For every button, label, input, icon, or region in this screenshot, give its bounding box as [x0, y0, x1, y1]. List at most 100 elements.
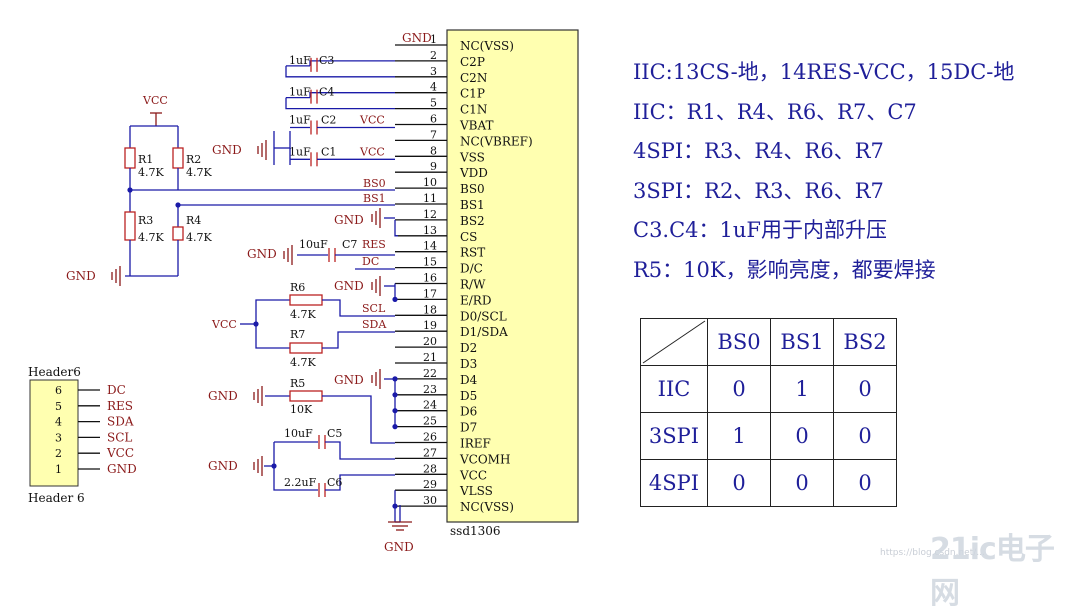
- table-cell: 1: [707, 412, 771, 460]
- cap-ref: C2: [321, 114, 336, 127]
- pin-name: BS0: [460, 182, 485, 196]
- header-pin-number: 4: [55, 416, 62, 429]
- res-value: 10K: [290, 403, 313, 416]
- res-value: 4.7K: [138, 166, 164, 179]
- wire: [322, 299, 395, 317]
- note-line: 3SPI：R2、R3、R6、R7: [633, 178, 884, 203]
- cap-ref: C3: [319, 54, 334, 67]
- vcc-label: VCC: [211, 318, 237, 331]
- pin-number: 18: [423, 303, 437, 316]
- cap-value: 1uF: [289, 86, 311, 99]
- gnd-label: GND: [212, 143, 242, 157]
- pin-number: 7: [430, 128, 437, 141]
- chip-name: ssd1306: [450, 524, 501, 538]
- table-cell: 0: [833, 365, 897, 413]
- table-row-mode: 4SPI: [640, 459, 708, 507]
- wire: [394, 219, 398, 237]
- ssd1306-chip: [446, 29, 579, 523]
- pin-number: 17: [423, 287, 437, 300]
- pin-number: 27: [423, 446, 437, 459]
- pin-name: D0/SCL: [460, 309, 507, 323]
- configuration-notes: IIC:13CS-地，14RES-VCC，15DC-地 IIC：R1、R4、R6…: [633, 56, 1014, 293]
- table-corner-cell: [640, 318, 708, 366]
- junction-dot: [271, 463, 277, 469]
- net-label: SCL: [362, 302, 386, 315]
- cap-ref: C1: [321, 145, 336, 158]
- note-line: 4SPI：R3、R4、R6、R7: [633, 139, 884, 163]
- pin-name: VLSS: [459, 484, 493, 498]
- pin-name: D/C: [460, 262, 483, 276]
- junction-dot: [392, 503, 398, 509]
- watermark-credit: https://blog.csdn.net/...: [880, 548, 985, 558]
- pin-name: D1/SDA: [460, 325, 508, 339]
- cap-value: 10uF: [299, 238, 328, 251]
- header-pin-number: 5: [55, 400, 62, 413]
- net-label: BS0: [363, 177, 386, 190]
- gnd-label: GND: [334, 213, 364, 227]
- table-cell: 0: [707, 365, 771, 413]
- pin-name: D2: [460, 341, 477, 355]
- pin-name: C1N: [460, 103, 487, 117]
- res-ref: R2: [186, 153, 201, 166]
- gnd-label: GND: [402, 31, 432, 45]
- wire: [322, 331, 395, 349]
- net-label: DC: [362, 255, 379, 268]
- pin-name: C2N: [460, 71, 487, 85]
- pin-name: NC(VSS): [460, 39, 514, 53]
- res-ref: R1: [138, 153, 153, 166]
- pin-number: 19: [423, 319, 437, 332]
- wire: [285, 65, 395, 78]
- pin-name: IREF: [460, 437, 491, 451]
- cap-ref: C4: [319, 86, 334, 99]
- wire: [309, 60, 395, 66]
- header-pin-number: 3: [55, 431, 62, 444]
- resistor-body: [172, 226, 184, 241]
- table-cell: 0: [833, 459, 897, 507]
- cap-value: 2.2uF: [284, 476, 317, 489]
- pin-number: 30: [423, 494, 437, 507]
- pin-name: VDD: [459, 166, 488, 180]
- table-cell: 0: [707, 459, 771, 507]
- pin-name: C1P: [460, 87, 485, 101]
- net-label: BS1: [363, 192, 386, 205]
- pin-name: D4: [460, 373, 478, 387]
- pin-number: 1: [430, 33, 437, 46]
- pin-name: RST: [460, 246, 485, 260]
- resistor-body: [172, 147, 184, 169]
- table-header: BS2: [833, 318, 897, 366]
- gnd-label: GND: [247, 247, 277, 261]
- table-cell: 0: [833, 412, 897, 460]
- pin-name: VCOMH: [459, 452, 510, 466]
- table-cell: 0: [770, 412, 834, 460]
- cap-ref: C6: [327, 476, 342, 489]
- pin-number: 21: [423, 351, 437, 364]
- pin-name: C2P: [460, 55, 485, 69]
- table-header: BS1: [770, 318, 834, 366]
- header-net-label: GND: [107, 462, 137, 476]
- pin-name: BS2: [460, 214, 485, 228]
- wire: [322, 395, 395, 444]
- res-ref: R7: [290, 328, 305, 341]
- vcc-label: VCC: [142, 94, 168, 107]
- pin-name: VBAT: [459, 119, 494, 133]
- pin-name: D7: [460, 421, 477, 435]
- res-ref: R5: [290, 377, 305, 390]
- note-line: IIC：R1、R4、R6、R7、C7: [633, 99, 917, 124]
- header-net-label: DC: [107, 383, 126, 397]
- table-header: BS0: [707, 318, 771, 366]
- header-connector: [29, 379, 79, 487]
- pin-number: 22: [423, 367, 437, 380]
- pin-number: 9: [430, 160, 437, 173]
- res-value: 4.7K: [186, 166, 212, 179]
- junction-dot: [392, 408, 398, 414]
- table-header-row: BS0 BS1 BS2: [640, 318, 897, 366]
- pin-number: 6: [430, 113, 437, 126]
- pin-name: VSS: [459, 150, 485, 164]
- diagonal-line: [642, 320, 706, 364]
- res-ref: R6: [290, 281, 305, 294]
- table-cell: 0: [770, 459, 834, 507]
- pin-number: 26: [423, 431, 437, 444]
- wire: [309, 92, 395, 98]
- pin-name: D6: [460, 405, 477, 419]
- vcc-label: VCC: [359, 145, 385, 158]
